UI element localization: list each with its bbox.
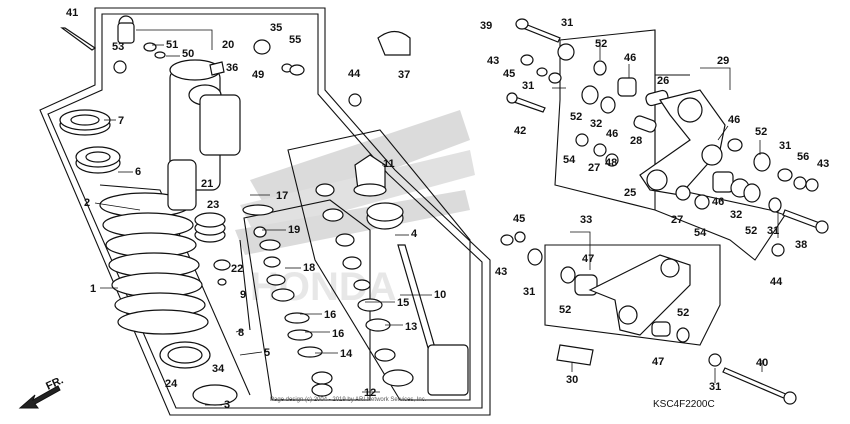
callout-4: 4 (411, 228, 418, 240)
callout-54b: 54 (694, 227, 707, 239)
callout-52f: 52 (677, 307, 689, 319)
callout-55: 55 (289, 34, 301, 46)
callout-33: 33 (580, 214, 592, 226)
callout-35: 35 (270, 22, 282, 34)
callout-16a: 16 (324, 309, 336, 321)
callout-51: 51 (166, 39, 178, 51)
callout-52e: 52 (559, 304, 571, 316)
callout-28: 28 (630, 135, 642, 147)
callout-38: 38 (795, 239, 807, 251)
callout-52a: 52 (595, 38, 607, 50)
callout-54a: 54 (563, 154, 576, 166)
callout-10: 10 (434, 289, 446, 301)
callout-50: 50 (182, 48, 194, 60)
shock-body (60, 15, 411, 286)
callout-32a: 32 (590, 118, 602, 130)
copyright-text: Page design (c) 2004 - 2019 by ARI Netwo… (270, 397, 427, 403)
callout-44b: 44 (770, 276, 783, 288)
callout-23: 23 (207, 199, 219, 211)
callout-13: 13 (405, 321, 417, 333)
callout-52b: 52 (570, 111, 582, 123)
callout-12: 12 (364, 387, 376, 399)
callout-25: 25 (624, 187, 636, 199)
callout-39: 39 (480, 20, 492, 32)
callout-2: 2 (84, 197, 90, 209)
callout-37: 37 (398, 69, 410, 81)
diagram-code: KSC4F2200C (653, 399, 715, 410)
linkage-assembly (500, 18, 829, 405)
callout-31f: 31 (709, 381, 721, 393)
callout-24: 24 (165, 378, 178, 390)
callout-42: 42 (514, 125, 526, 137)
callout-46a: 46 (624, 52, 636, 64)
callout-22: 22 (231, 263, 243, 275)
callout-43a: 43 (487, 55, 499, 67)
callout-30: 30 (566, 374, 578, 386)
callout-31e: 31 (523, 286, 535, 298)
callout-49: 49 (252, 69, 264, 81)
callout-27a: 27 (588, 162, 600, 174)
callout-46d: 46 (712, 196, 724, 208)
callout-31b: 31 (522, 80, 534, 92)
callout-27b: 27 (671, 214, 683, 226)
callout-47a: 47 (582, 253, 594, 265)
callout-45b: 45 (513, 213, 525, 225)
callout-15: 15 (397, 297, 409, 309)
callout-45a: 45 (503, 68, 515, 80)
callout-31a: 31 (561, 17, 573, 29)
callout-14: 14 (340, 348, 353, 360)
callout-41: 41 (66, 7, 78, 19)
callout-20: 20 (222, 39, 234, 51)
callout-6: 6 (135, 166, 141, 178)
direction-label: FR. (44, 374, 65, 392)
callout-53: 53 (112, 41, 124, 53)
coil-spring (99, 192, 209, 335)
callout-8: 8 (238, 327, 244, 339)
callout-5: 5 (264, 347, 270, 359)
callout-32b: 32 (730, 209, 742, 221)
callout-52d: 52 (745, 225, 757, 237)
front-arrow-icon (18, 385, 61, 409)
callout-52c: 52 (755, 126, 767, 138)
callout-29: 29 (717, 55, 729, 67)
callout-47b: 47 (652, 356, 664, 368)
callout-43c: 43 (495, 266, 507, 278)
callout-46c: 46 (728, 114, 740, 126)
callout-19: 19 (288, 224, 300, 236)
damper-internals (242, 154, 469, 397)
callout-18: 18 (303, 262, 315, 274)
callout-34: 34 (212, 363, 225, 375)
callout-48: 48 (605, 157, 617, 169)
callout-16b: 16 (332, 328, 344, 340)
callout-21: 21 (201, 178, 213, 190)
callout-7: 7 (118, 115, 124, 127)
callout-9: 9 (240, 289, 246, 301)
callout-26: 26 (657, 75, 669, 87)
callout-17: 17 (276, 190, 288, 202)
callout-labels: 41 53 51 50 20 36 35 55 49 37 44 7 6 21 … (66, 7, 829, 411)
leader-lines (94, 29, 779, 406)
callout-1: 1 (90, 283, 96, 295)
callout-3: 3 (224, 399, 230, 411)
callout-36: 36 (226, 62, 238, 74)
callout-56: 56 (797, 151, 809, 163)
callout-43b: 43 (817, 158, 829, 170)
group-outlines (39, 7, 786, 416)
callout-31c: 31 (779, 140, 791, 152)
callout-11: 11 (383, 158, 395, 170)
callout-44a: 44 (348, 68, 361, 80)
callout-46b: 46 (606, 128, 618, 140)
spring-assembly (59, 109, 238, 406)
callout-31d: 31 (767, 225, 779, 237)
